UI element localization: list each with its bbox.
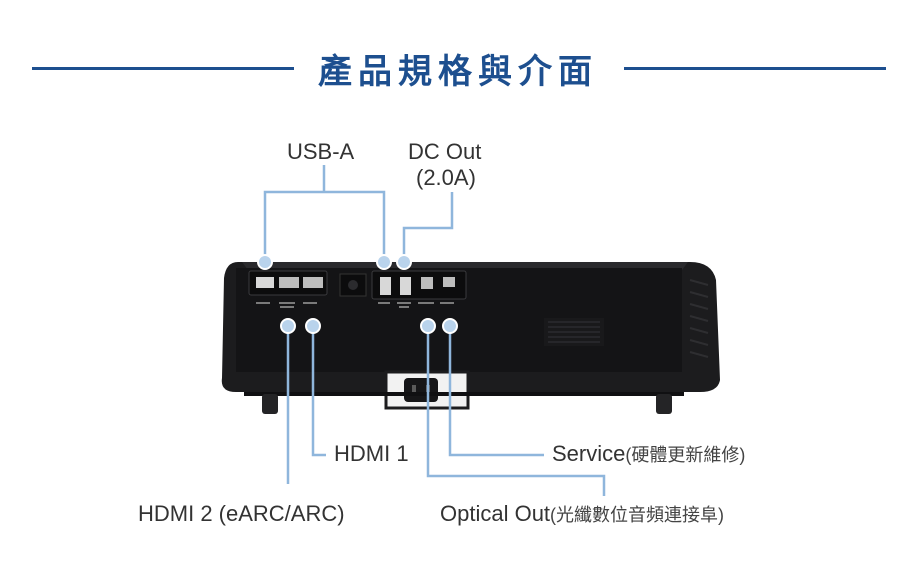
side-vent (689, 279, 709, 358)
dc-out-rating: (2.0A) (416, 165, 476, 190)
service-callout (448, 326, 544, 457)
callout-lines (263, 165, 606, 496)
hdmi2-label: HDMI 2 (eARC/ARC) (138, 501, 345, 526)
callout-dots (257, 254, 458, 334)
dc-out-callout (402, 192, 454, 262)
page-title: 產品規格與介面 (318, 52, 598, 92)
hdmi1-port (303, 277, 323, 288)
usb-a-dot-1 (257, 254, 273, 270)
dc-out-label: DC Out (408, 139, 482, 164)
usb-a-callout (263, 190, 386, 262)
rear-vent-grille (544, 318, 604, 346)
projector-illustration (221, 262, 720, 414)
service-label: Service(硬體更新維修) (552, 441, 745, 467)
optical-callout (426, 326, 606, 496)
optical-dot (420, 318, 436, 334)
inlet-pin-1 (412, 385, 416, 393)
hdmi1-label: HDMI 1 (334, 441, 409, 466)
dc-out-port (400, 277, 411, 295)
hdmi2-port (279, 277, 299, 288)
service-label-main: Service (552, 441, 626, 466)
foot-left (262, 394, 278, 414)
header-rule-right (624, 67, 886, 70)
optical-port (421, 277, 433, 289)
optical-label-main: Optical Out (440, 501, 551, 526)
header-rule-left (32, 67, 294, 70)
page-header: 產品規格與介面 (0, 40, 900, 100)
service-label-sub: (硬體更新維修) (625, 445, 746, 465)
optical-label: Optical Out(光纖數位音頻連接阜) (440, 501, 724, 527)
usb-port-1 (256, 277, 274, 288)
usb-a-dot-2 (376, 254, 392, 270)
hdmi1-dot (305, 318, 321, 334)
hdmi1-callout (311, 326, 326, 457)
power-inlet (404, 378, 438, 402)
dc-out-dot (396, 254, 412, 270)
usb-port-2 (380, 277, 391, 295)
service-dot (442, 318, 458, 334)
power-button (348, 280, 358, 290)
projector-base (244, 392, 684, 396)
hdmi2-dot (280, 318, 296, 334)
port-legend-marks (256, 302, 454, 308)
port-strip-right (371, 270, 467, 300)
service-port (443, 277, 455, 287)
foot-right (656, 394, 672, 414)
usb-a-label: USB-A (287, 139, 355, 164)
optical-label-sub: (光纖數位音頻連接阜) (550, 505, 725, 525)
